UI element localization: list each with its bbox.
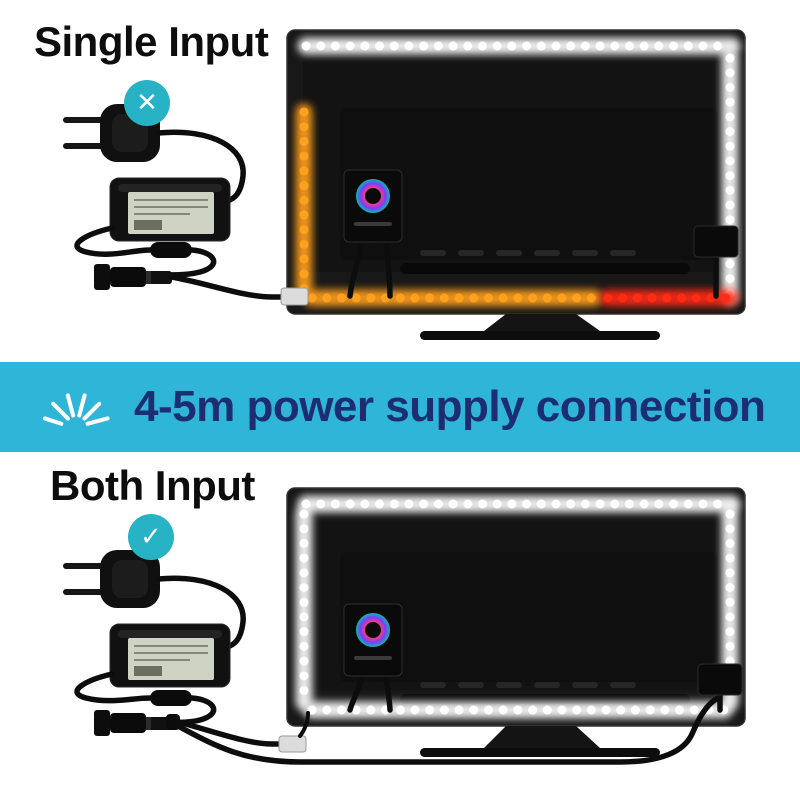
check-mark-icon: ✓ (140, 522, 162, 552)
rgb-controller (343, 603, 403, 713)
power-adapter (109, 177, 231, 242)
connector-stub-left (298, 711, 310, 738)
both-input-title: Both Input (50, 462, 255, 509)
adapter-output-cable (74, 225, 153, 257)
adapter-output-cable (74, 671, 153, 704)
tv-back (286, 29, 746, 315)
inline-connector (150, 690, 192, 706)
dc-jack-pair (94, 264, 172, 290)
dc-jack-pair (94, 710, 172, 736)
banner-text: 4-5m power supply connection (134, 382, 766, 431)
jack-to-strip-cable (169, 274, 287, 300)
splitter-branch-right (175, 695, 721, 765)
power-adapter (109, 623, 231, 688)
strip-input-connector (280, 287, 309, 306)
shine-icon (42, 393, 110, 426)
tv-stand (420, 726, 660, 757)
plug-to-adapter-cable (155, 129, 246, 204)
tv-stand (420, 314, 660, 340)
both-input-section: Both Input ✓ (0, 452, 800, 800)
plug-to-adapter-cable (155, 575, 246, 650)
banner: 4-5m power supply connection (0, 362, 800, 452)
single-input-title: Single Input (34, 18, 269, 65)
tv-vents (420, 250, 636, 256)
eu-plug-icon (63, 550, 160, 608)
right-junction-box (693, 225, 739, 299)
single-input-illustration (63, 29, 746, 340)
right-junction-box (697, 663, 743, 713)
tv-vents (420, 682, 636, 688)
single-input-section: Single Input ✕ (0, 0, 800, 362)
strip-input-connector-left (278, 735, 307, 753)
check-mark-badge: ✓ (128, 514, 174, 560)
x-mark-icon: ✕ (136, 88, 158, 118)
inline-connector (150, 242, 192, 258)
tv-back (286, 487, 746, 727)
splitter-branch-left (175, 719, 284, 747)
both-input-illustration (63, 487, 746, 765)
x-mark-badge: ✕ (124, 80, 170, 126)
rgb-controller (343, 169, 403, 299)
